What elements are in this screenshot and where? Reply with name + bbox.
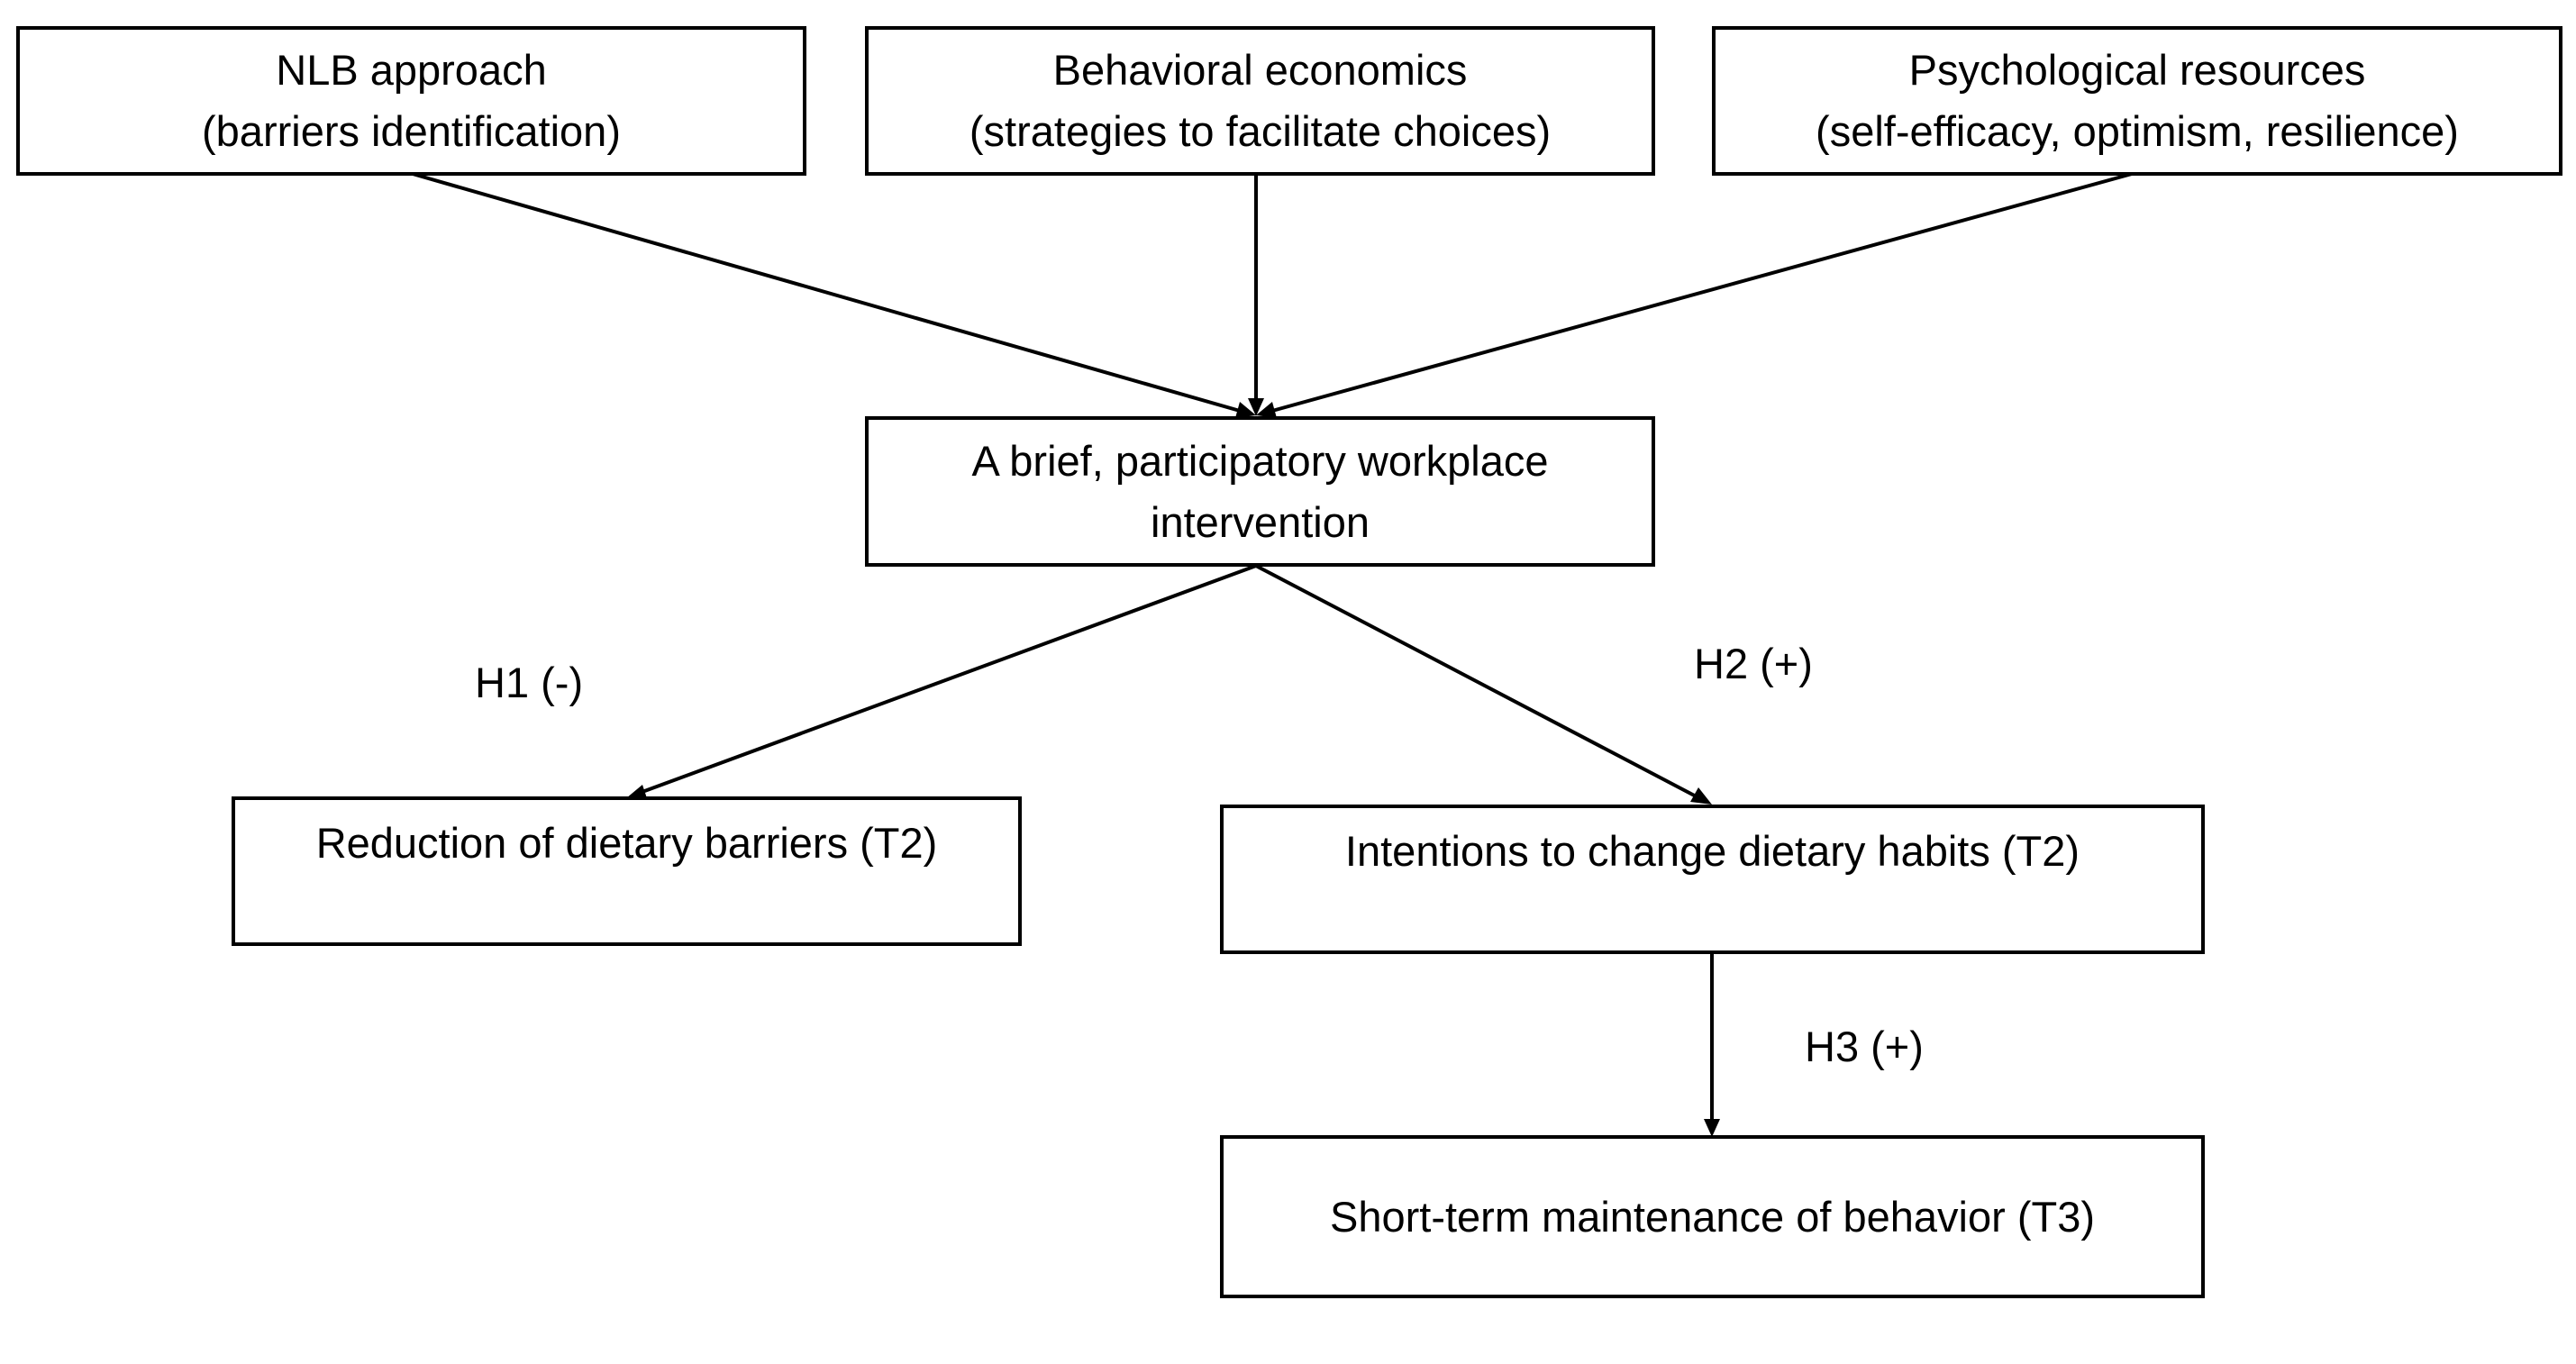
maintenance-label: Short-term maintenance of behavior (T3) (1330, 1192, 2095, 1241)
nlb-approach-title: NLB approach (276, 46, 547, 94)
intentions-label: Intentions to change dietary habits (T2) (1344, 827, 2080, 875)
arrow-nlb-to-intervention (412, 172, 1241, 413)
intervention-box: A brief, participatory workplace interve… (865, 416, 1655, 567)
arrowhead-nlb (1235, 402, 1256, 418)
h1-label: H1 (-) (475, 659, 584, 706)
arrowhead-h3 (1704, 1119, 1720, 1137)
nlb-approach-subtitle: (barriers identification) (202, 107, 621, 155)
arrow-psychological-to-intervention (1271, 172, 2133, 413)
dietary-barriers-box: Reduction of dietary barriers (T2) (232, 796, 1022, 946)
dietary-barriers-label: Reduction of dietary barriers (T2) (315, 819, 938, 867)
psychological-resources-subtitle: (self-efficacy, optimism, resilience) (1816, 107, 2459, 155)
behavioral-economics-subtitle: (strategies to facilitate choices) (969, 107, 1552, 155)
arrowhead-behavioral (1248, 398, 1264, 416)
arrow-h2-intervention-to-intentions (1255, 564, 1704, 802)
arrowhead-h2 (1690, 787, 1712, 805)
behavioral-economics-box: Behavioral economics (strategies to faci… (865, 26, 1655, 176)
intentions-box: Intentions to change dietary habits (T2) (1220, 805, 2205, 954)
nlb-approach-box: NLB approach (barriers identification) (16, 26, 806, 176)
intervention-line-2: intervention (1151, 497, 1370, 546)
arrow-h1-intervention-to-barriers (639, 564, 1257, 795)
psychological-resources-box: Psychological resources (self-efficacy, … (1712, 26, 2562, 176)
psychological-resources-title: Psychological resources (1908, 46, 2366, 94)
arrowhead-psychological (1256, 402, 1277, 418)
behavioral-economics-title: Behavioral economics (1052, 46, 1468, 94)
intervention-line-1: A brief, participatory workplace (971, 436, 1549, 485)
h2-label: H2 (+) (1694, 640, 1813, 687)
maintenance-box: Short-term maintenance of behavior (T3) (1220, 1135, 2205, 1298)
h3-label: H3 (+) (1805, 1023, 1924, 1070)
